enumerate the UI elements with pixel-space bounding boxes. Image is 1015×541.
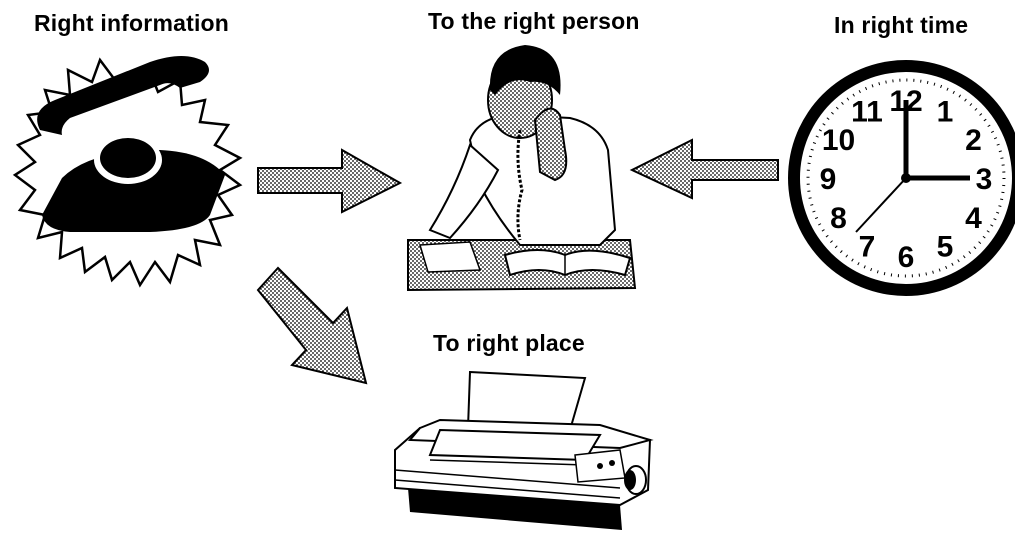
clock-numeral: 4 xyxy=(965,202,982,235)
clock-numeral: 10 xyxy=(822,124,855,157)
telephone-icon xyxy=(15,56,240,285)
clock-numeral: 9 xyxy=(820,163,837,196)
clock-icon: 121234567891011 xyxy=(788,60,1015,296)
arrow-to-person xyxy=(258,150,400,212)
printer-icon xyxy=(395,372,650,530)
arrow-from-clock xyxy=(632,140,778,198)
clock-numeral: 7 xyxy=(859,231,876,264)
person-at-desk-icon xyxy=(408,45,635,290)
clock-numeral: 6 xyxy=(898,241,915,274)
clock-numeral: 1 xyxy=(937,96,954,129)
clock-numeral: 3 xyxy=(976,163,993,196)
clock-numeral: 2 xyxy=(965,124,982,157)
clock-numeral: 5 xyxy=(937,231,954,264)
clock-numeral: 11 xyxy=(851,96,883,129)
clock-numeral: 8 xyxy=(830,202,847,235)
arrow-to-printer xyxy=(258,268,366,383)
